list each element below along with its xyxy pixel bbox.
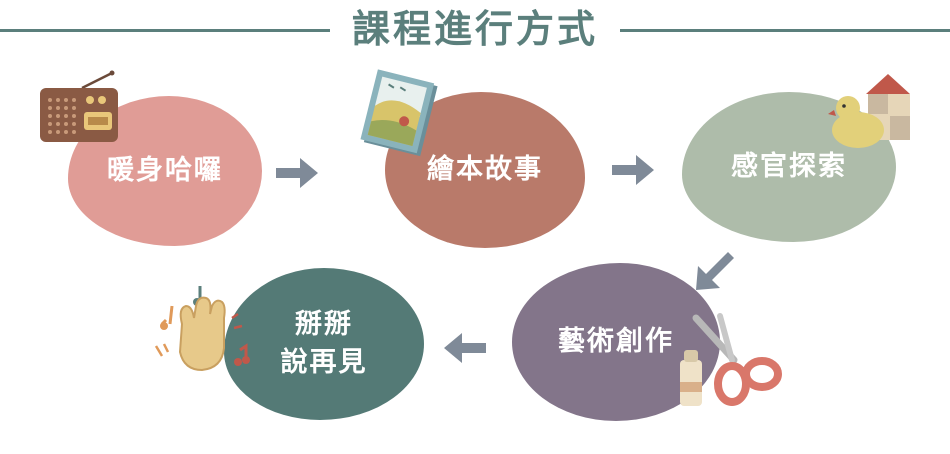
arrow-right-icon	[612, 155, 654, 185]
step-goodbye-label-line2: 說再見	[280, 347, 368, 378]
step-sensory-label: 感官探索	[731, 151, 847, 182]
step-warmup-label: 暖身哈囉	[107, 155, 223, 186]
radio-icon	[40, 70, 118, 142]
arrow-left-icon	[444, 333, 486, 363]
scissors-glue-icon	[680, 313, 782, 406]
step-picture-book-label: 繪本故事	[427, 154, 543, 185]
title-line-right	[620, 29, 950, 32]
step-goodbye-label-line1: 掰掰	[295, 309, 353, 340]
arrow-right-icon	[276, 158, 318, 188]
title-line-left	[0, 29, 330, 32]
picture-book-icon	[360, 69, 438, 157]
step-goodbye-label: 掰掰 說再見	[281, 306, 368, 382]
duck-house-toy-icon	[828, 74, 910, 148]
step-goodbye: 掰掰 說再見	[224, 268, 424, 420]
waving-hand-music-icon	[154, 286, 250, 372]
arrow-down-left-icon	[696, 252, 734, 290]
step-sensory: 感官探索	[682, 92, 896, 242]
page-title: 課程進行方式	[351, 7, 598, 51]
step-art-label: 藝術創作	[558, 326, 674, 357]
